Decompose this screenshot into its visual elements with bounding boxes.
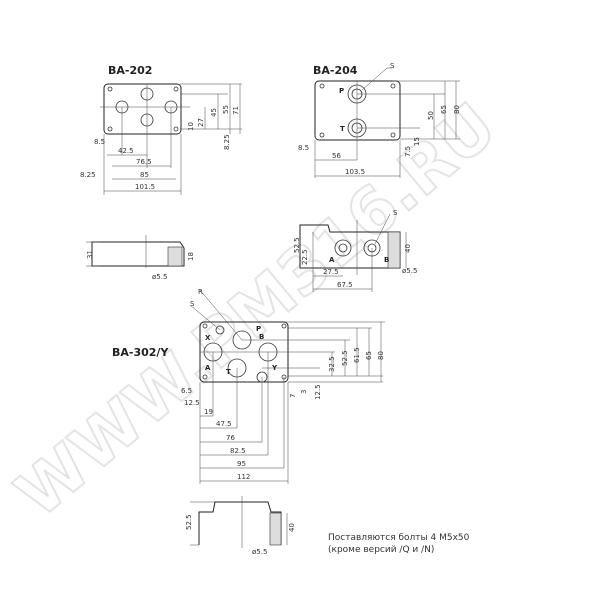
ba204-dim-65: 65: [440, 105, 448, 114]
ba302-port-y: Y: [271, 364, 278, 372]
ba204-top-view: BA-204 P T S 8.5 56 103.5 50 65 80 7.5 1…: [298, 62, 461, 178]
ba202-side-view: 31 18 ø5.5: [86, 235, 195, 281]
ba302-side-bolt: ø5.5: [252, 548, 267, 556]
ba202-dim-76-5: 76.5: [136, 158, 152, 166]
ba204-port-t: T: [340, 125, 345, 133]
ba204-dim-7-5: 7.5: [404, 146, 412, 157]
ba204-side-40: 40: [404, 244, 412, 253]
ba202-title: BA-202: [108, 64, 152, 77]
ba204-dim-56: 56: [332, 152, 341, 160]
ba302-dim-76: 76: [226, 434, 235, 442]
ba202-side-31: 31: [86, 250, 94, 259]
ba204-port-p: P: [339, 87, 344, 95]
ba302-dim-65: 65: [365, 351, 373, 360]
ba204-title: BA-204: [313, 64, 358, 77]
ba204-side-22-5: 22.5: [301, 249, 309, 265]
ba302-port-a: A: [205, 364, 211, 372]
ba302-side-40: 40: [288, 523, 296, 532]
ba204-side-view: S 52.5 22.5 A B 27.5 67.5 40 ø5.5: [293, 209, 417, 292]
ba302-side-view: 52.5 40 ø5.5: [185, 496, 296, 556]
ba302-dim-12-5-v: 12.5: [314, 384, 322, 400]
ba204-dim-80: 80: [453, 105, 461, 114]
ba302-port-x: X: [205, 334, 211, 342]
ba302-dim-7: 7: [289, 394, 297, 398]
note-line-2: (кроме версий /Q и /N): [328, 545, 434, 555]
ba204-side-67-5: 67.5: [337, 281, 353, 289]
watermark: WWW.PM316.RU: [3, 89, 511, 532]
ba202-dim-71: 71: [232, 106, 240, 115]
ba204-side-a: A: [329, 256, 335, 264]
ba202-top-view: BA-202 8.5 42.5 76.5 8.25 85 101.5 10 27…: [80, 64, 242, 195]
ba302-label-r: R: [198, 288, 203, 296]
ba302-dim-61-5: 61.5: [353, 347, 361, 363]
ba302-side-52-5: 52.5: [185, 514, 193, 530]
ba302-title: BA-302/Y: [112, 346, 169, 359]
ba302-dim-112: 112: [237, 473, 250, 481]
ba202-dim-27: 27: [197, 118, 205, 127]
ba202-side-bolt: ø5.5: [152, 273, 167, 281]
ba302-top-view: BA-302/Y R S X P B A T Y 80 65 61.5 52.5…: [112, 288, 385, 484]
ba204-dim-8-5: 8.5: [298, 144, 309, 152]
ba202-dim-55: 55: [222, 105, 230, 114]
ba302-dim-32-5: 32.5: [328, 356, 336, 372]
ba302-dim-12-5: 12.5: [184, 399, 200, 407]
ba302-dim-19: 19: [204, 408, 213, 416]
ba302-label-s: S: [190, 300, 195, 308]
ba302-dim-80: 80: [377, 351, 385, 360]
ba302-dim-3: 3: [300, 390, 308, 394]
ba202-dim-85: 85: [140, 171, 149, 179]
note-line-1: Поставляются болты 4 M5x50: [328, 533, 470, 543]
ba302-dim-95: 95: [237, 460, 246, 468]
ba202-dim-8-25-v: 8.25: [223, 134, 231, 150]
ba302-dim-52-5: 52.5: [341, 350, 349, 366]
ba302-dim-82-5: 82.5: [230, 447, 246, 455]
ba202-dim-101-5: 101.5: [135, 183, 155, 191]
ba202-dim-45: 45: [210, 108, 218, 117]
ba202-dim-10: 10: [187, 122, 195, 131]
ba302-dim-6-5: 6.5: [181, 387, 192, 395]
ba202-dim-8-5: 8.5: [94, 138, 105, 146]
ba204-dim-103-5: 103.5: [345, 168, 365, 176]
ba302-port-t: T: [226, 368, 231, 376]
ba202-side-18: 18: [187, 252, 195, 261]
ba302-dim-47-5: 47.5: [216, 420, 232, 428]
ba204-side-b: B: [384, 256, 389, 264]
ba202-dim-8-25: 8.25: [80, 171, 96, 179]
ba204-side-s: S: [393, 209, 398, 217]
ba302-port-b: B: [259, 333, 264, 341]
ba202-dim-42-5: 42.5: [118, 147, 134, 155]
ba204-dim-15: 15: [413, 137, 421, 146]
ba204-side-52-5: 52.5: [293, 237, 301, 253]
ba204-side-bolt: ø5.5: [402, 267, 417, 275]
ba302-port-p: P: [256, 325, 261, 333]
ba204-dim-50: 50: [427, 111, 435, 120]
ba204-label-s: S: [390, 62, 395, 70]
ba204-side-27-5: 27.5: [323, 268, 339, 276]
